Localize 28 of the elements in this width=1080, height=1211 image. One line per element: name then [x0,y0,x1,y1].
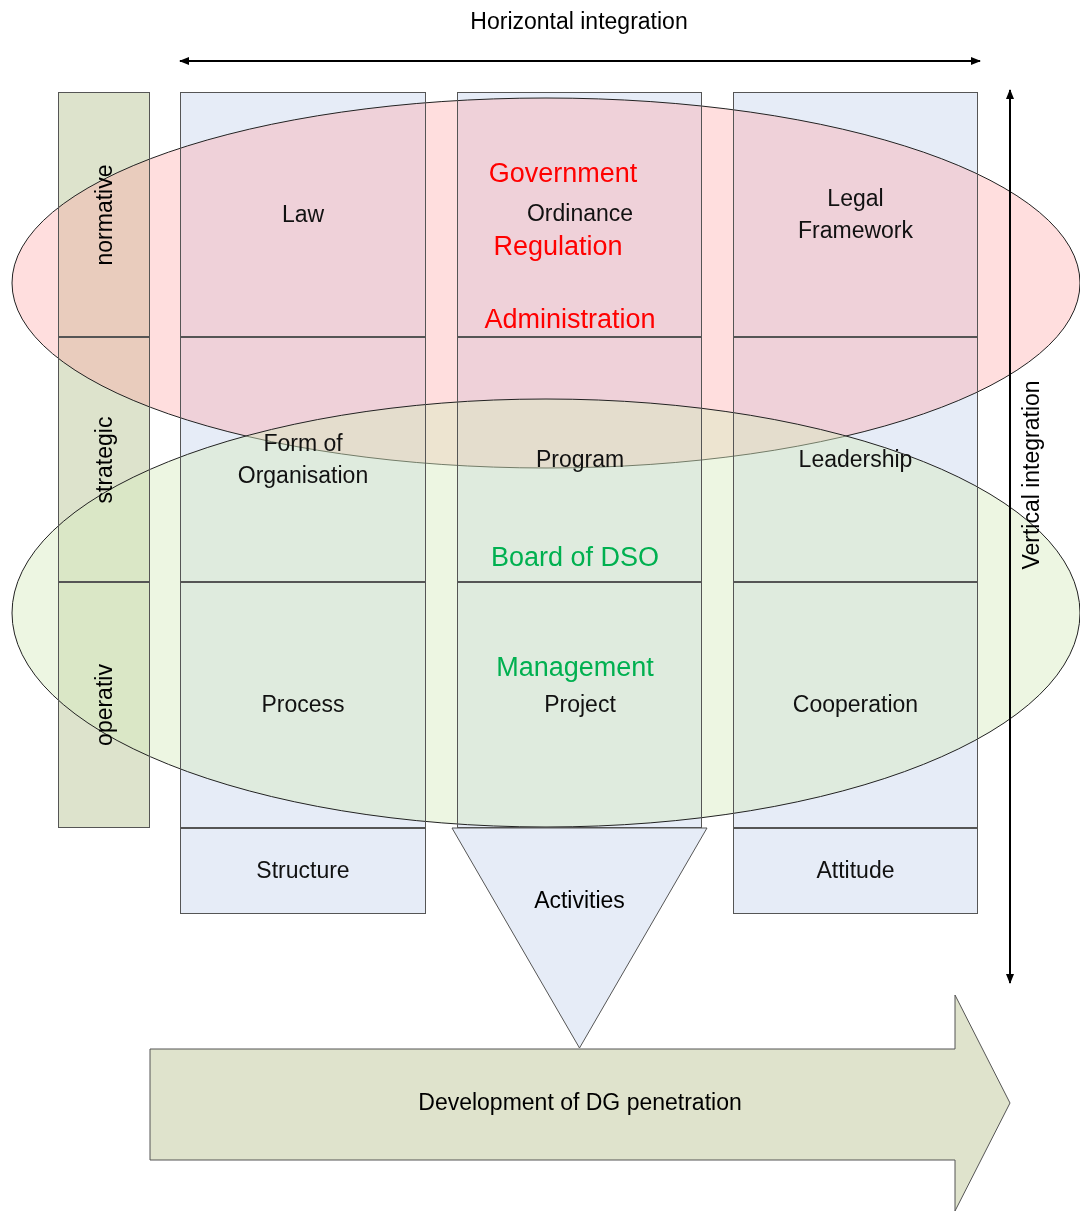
matrix-cell [457,92,702,337]
row-label: operativ [90,664,118,746]
matrix-cell: Attitude [733,828,978,914]
matrix-cell: Law [180,92,426,337]
matrix-cell: Leadership [733,337,978,582]
row-label: normative [90,164,118,265]
row-header [58,92,150,337]
axis-label: Horizontal integration [470,9,688,35]
activity-label: Activities [534,888,625,914]
matrix-cell: Process [180,582,426,828]
cell-label: Program [535,447,625,473]
cell-label: Administration [484,305,656,335]
cell-label: Management [496,653,654,683]
row-header [58,582,150,828]
matrix-cell: Structure [180,828,426,914]
matrix-cell [457,337,702,582]
row-label: strategic [90,416,118,503]
cell-label: Board of DSO [490,543,660,573]
matrix-cell: Legal Framework [733,92,978,337]
cell-label: Project [544,692,616,718]
matrix-cell: Form of Organisation [180,337,426,582]
axis-label: Vertical integration [1019,380,1045,570]
arrow-label: Development of DG penetration [418,1090,742,1116]
cell-label: Ordinance [526,201,634,227]
row-header [58,337,150,582]
cell-label: Regulation [493,232,623,262]
cell-label: Government [488,159,638,189]
matrix-cell: Cooperation [733,582,978,828]
